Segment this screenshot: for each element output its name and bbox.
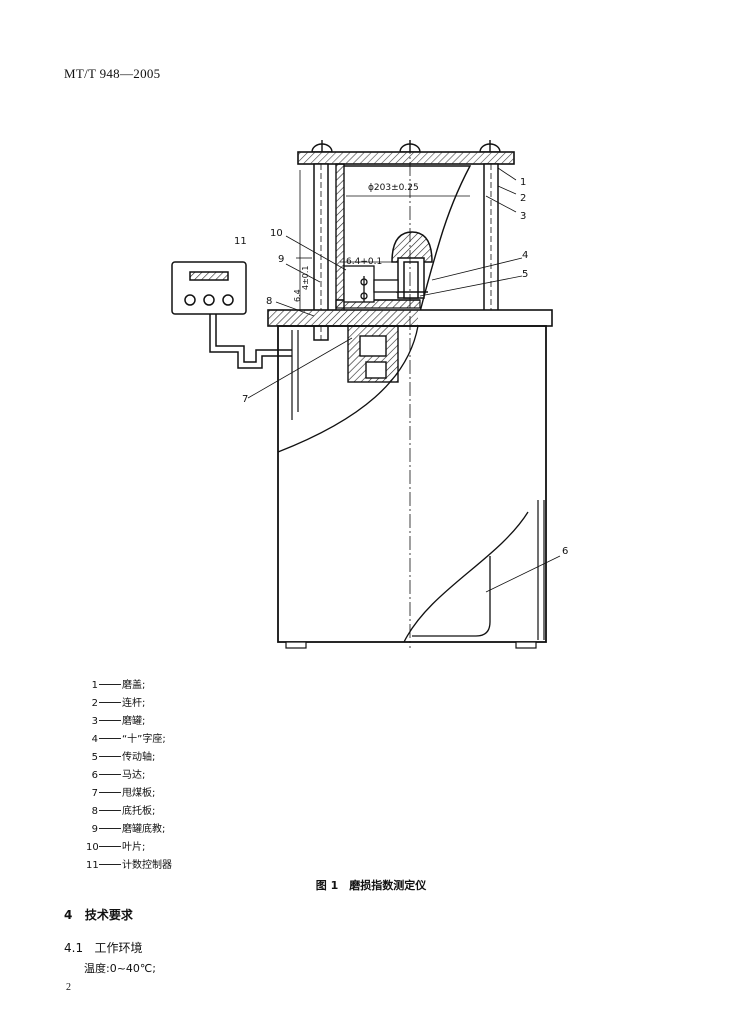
figure-caption: 图 1 磨损指数测定仪 bbox=[315, 879, 427, 892]
callout-4: 4 bbox=[522, 250, 528, 261]
callout-3: 3 bbox=[520, 211, 526, 222]
apparatus-figure: ϕ203±0.25 6.4+0.1 4±0.1 6.4 1 2 3 4 5 6 … bbox=[171, 140, 568, 649]
section-title: 技术要求 bbox=[84, 908, 133, 922]
callout-8: 8 bbox=[266, 296, 272, 307]
subsection-number: 4.1 bbox=[64, 941, 84, 955]
section-heading: 4 技术要求 bbox=[64, 906, 133, 923]
callout-11: 11 bbox=[234, 236, 247, 247]
coal-slinger bbox=[347, 325, 399, 383]
blade bbox=[343, 265, 399, 303]
cabinet bbox=[277, 325, 547, 649]
callout-1: 1 bbox=[520, 177, 526, 188]
callout-5: 5 bbox=[522, 269, 528, 280]
document-header: MT/T 948—2005 bbox=[64, 66, 161, 81]
leader-lines bbox=[247, 167, 561, 593]
callout-7: 7 bbox=[242, 394, 248, 405]
temperature-requirement: 温度:0~40℃; bbox=[84, 962, 156, 975]
section-number: 4 bbox=[64, 908, 73, 922]
subsection-heading: 4.1 工作环境 bbox=[64, 939, 143, 956]
legend-item: 4“十”字座; bbox=[91, 734, 166, 745]
cross-seat bbox=[391, 231, 433, 299]
dim-gap: 6.4+0.1 bbox=[346, 257, 382, 267]
callout-10: 10 bbox=[270, 228, 283, 239]
grinding-lid bbox=[297, 151, 515, 165]
callout-2: 2 bbox=[520, 193, 526, 204]
lid-bolts bbox=[311, 140, 501, 153]
subsection-title: 工作环境 bbox=[94, 941, 143, 955]
counter-controller bbox=[171, 261, 292, 369]
callout-6: 6 bbox=[562, 546, 568, 557]
callout-numbers: 1 2 3 4 5 6 7 8 9 10 11 bbox=[234, 177, 568, 557]
callout-9: 9 bbox=[278, 254, 284, 265]
motor bbox=[412, 556, 491, 637]
dim-height-b: 6.4 bbox=[293, 289, 302, 302]
dimension-lines bbox=[296, 170, 470, 310]
dim-diameter: ϕ203±0.25 bbox=[368, 183, 419, 193]
page-number: 2 bbox=[66, 982, 71, 993]
dim-height-a: 4±0.1 bbox=[301, 265, 310, 290]
